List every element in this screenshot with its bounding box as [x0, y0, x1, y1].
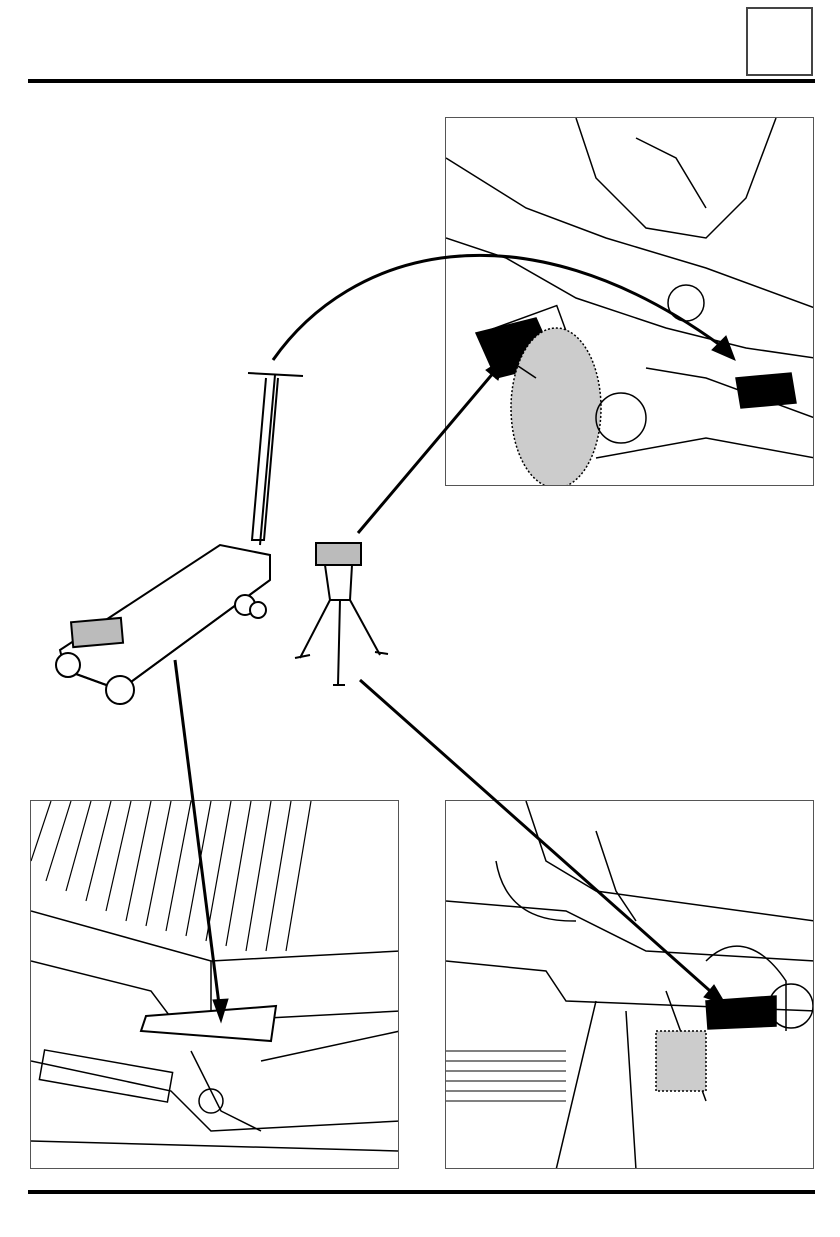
footer-rule — [28, 1190, 815, 1194]
section-tab-box — [746, 7, 813, 76]
illustration-rear-stand-point — [445, 800, 814, 1169]
illustration-rear-jacking-point — [445, 117, 814, 486]
arrows — [173, 254, 721, 1013]
header-rule — [28, 79, 815, 83]
trolley-jack — [55, 372, 304, 705]
axle-stand — [294, 542, 389, 686]
illustration-front-jacking-point — [30, 800, 399, 1169]
